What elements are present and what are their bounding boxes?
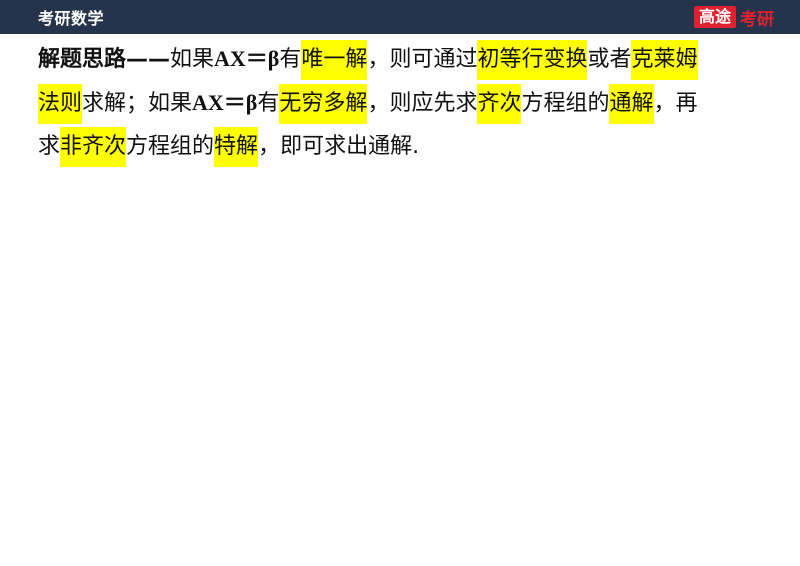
- highlighted-term: 无穷多解: [279, 84, 368, 124]
- text-segment: 求解；如果: [82, 91, 193, 116]
- text-line-3: 求非齐次方程组的特解，即可求出通解.: [38, 125, 768, 169]
- text-segment: ，即可求出通解.: [258, 134, 420, 159]
- text-segment: ，再: [653, 91, 698, 116]
- highlighted-term: 法则: [38, 84, 83, 124]
- text-segment: ，则可通过: [367, 47, 478, 72]
- highlighted-term: 初等行变换: [477, 40, 588, 80]
- highlighted-term: 通解: [609, 84, 654, 124]
- highlighted-term: 非齐次: [60, 127, 127, 167]
- text-segment: 有: [279, 47, 302, 72]
- highlighted-term: 克莱姆: [631, 40, 698, 80]
- text-segment: 方程组的: [126, 134, 215, 159]
- math-expression: AX＝β: [214, 46, 280, 71]
- section-heading: 解题思路——: [38, 47, 171, 72]
- header-bar: 考研数学 高途 考研: [0, 0, 800, 34]
- brand-box: 高途: [693, 6, 736, 28]
- highlighted-term: 特解: [214, 127, 259, 167]
- text-segment: 有: [257, 91, 280, 116]
- brand-logo: 高途 考研: [693, 5, 774, 30]
- subject-title: 考研数学: [38, 9, 105, 28]
- text-line-2: 法则求解；如果AX＝β有无穷多解，则应先求齐次方程组的通解，再: [38, 81, 768, 125]
- text-segment: 或者: [587, 47, 632, 72]
- highlighted-term: 齐次: [477, 84, 522, 124]
- text-segment: ，则应先求: [367, 91, 478, 116]
- brand-text: 考研: [740, 9, 774, 30]
- text-line-1: 解题思路——如果AX＝β有唯一解，则可通过初等行变换或者克莱姆: [38, 37, 768, 81]
- solution-text: 解题思路——如果AX＝β有唯一解，则可通过初等行变换或者克莱姆 法则求解；如果A…: [38, 37, 768, 169]
- text-segment: 如果: [170, 47, 215, 72]
- highlighted-term: 唯一解: [301, 40, 368, 80]
- text-segment: 方程组的: [521, 91, 610, 116]
- text-segment: 求: [38, 134, 61, 159]
- math-expression: AX＝β: [192, 90, 258, 115]
